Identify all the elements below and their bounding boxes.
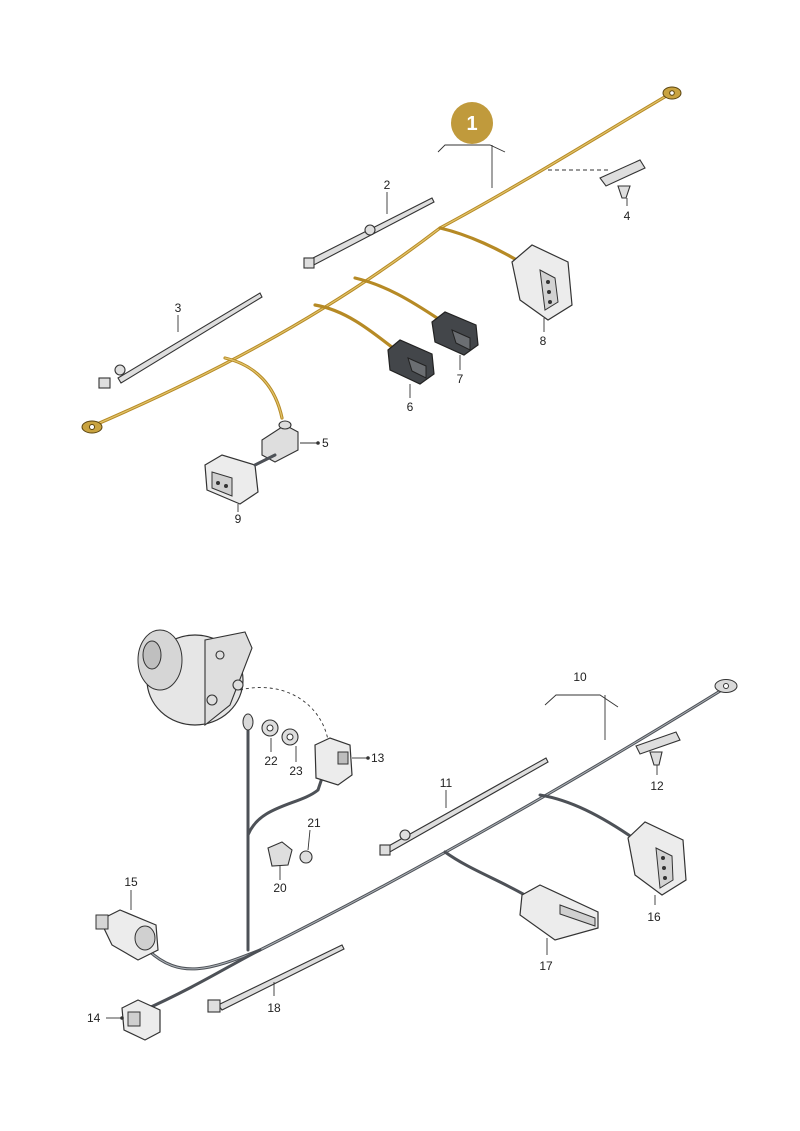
label-14[interactable]: 14	[87, 1011, 101, 1025]
connector-icon	[511, 244, 573, 321]
label-5[interactable]: 5	[322, 436, 329, 450]
label-12[interactable]: 12	[650, 779, 664, 793]
connector-icon	[431, 311, 479, 356]
alternator-icon	[137, 629, 253, 727]
label-2[interactable]: 2	[384, 178, 391, 192]
ring-terminal-icon	[242, 679, 738, 731]
label-23[interactable]: 23	[289, 764, 303, 778]
clip-icon	[635, 731, 681, 766]
cable-tie-icon	[98, 292, 263, 389]
label-21[interactable]: 21	[307, 816, 321, 830]
connector-icon	[387, 339, 435, 385]
cable-tie-icon	[207, 944, 345, 1013]
connector-icon	[204, 453, 277, 505]
clip-icon	[267, 841, 313, 867]
connector-icon	[95, 909, 159, 961]
connector-icon	[519, 884, 599, 941]
label-7[interactable]: 7	[457, 372, 464, 386]
upper-wiring-harness	[86, 93, 670, 430]
ring-terminal-icon	[81, 86, 682, 434]
label-16[interactable]: 16	[647, 910, 661, 924]
nut-icon	[261, 719, 299, 746]
label-22[interactable]: 22	[264, 754, 278, 768]
part-number-badge[interactable]: 1	[451, 102, 493, 144]
label-3[interactable]: 3	[175, 301, 182, 315]
connector-icon	[121, 999, 161, 1041]
cable-tie-icon	[303, 197, 435, 269]
connector-icon	[627, 821, 687, 896]
connector-icon	[314, 737, 353, 786]
label-8[interactable]: 8	[540, 334, 547, 348]
label-15[interactable]: 15	[124, 875, 138, 889]
label-9[interactable]: 9	[235, 512, 242, 526]
label-13[interactable]: 13	[371, 751, 385, 765]
label-10[interactable]: 10	[573, 670, 587, 684]
grommet-icon	[261, 420, 299, 463]
label-4[interactable]: 4	[624, 209, 631, 223]
badge-number: 1	[466, 113, 477, 135]
label-18[interactable]: 18	[267, 1001, 281, 1015]
cable-tie-icon	[379, 757, 549, 856]
label-17[interactable]: 17	[539, 959, 553, 973]
label-11[interactable]: 11	[440, 776, 453, 790]
label-6[interactable]: 6	[407, 400, 414, 414]
label-20[interactable]: 20	[273, 881, 287, 895]
clip-icon	[599, 159, 646, 199]
